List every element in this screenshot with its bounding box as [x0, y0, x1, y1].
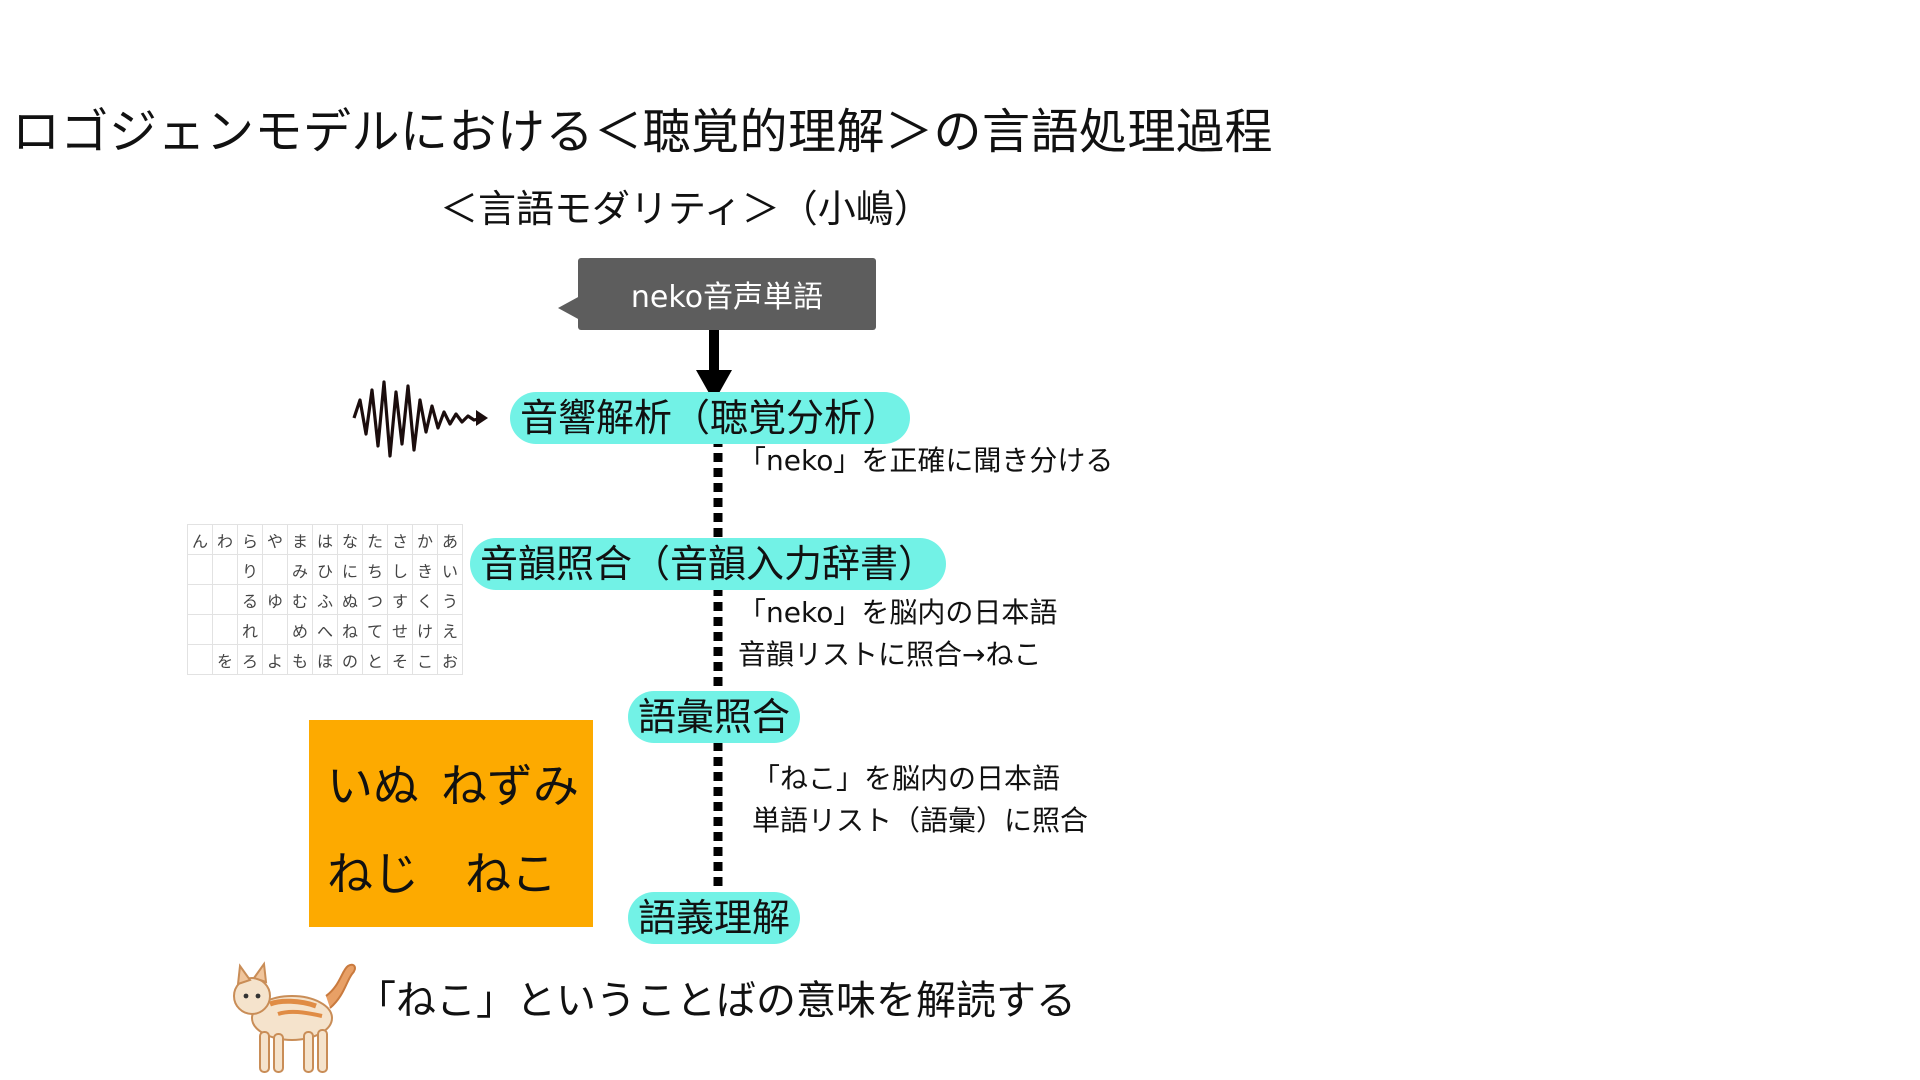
- vocabulary-word: ねこ: [465, 847, 557, 901]
- kana-row: んわらやまはなたさかあ: [187, 524, 463, 555]
- stage-connector-3: [713, 742, 723, 890]
- note-line: 音韻リストに照合→ねこ: [738, 638, 1042, 671]
- kana-cell: へ: [312, 614, 338, 645]
- note-line: 「neko」を正確に聞き分ける: [738, 444, 1114, 477]
- kana-cell: こ: [412, 644, 438, 675]
- cat-icon: [233, 961, 356, 1073]
- vocabulary-word-box: いぬ ねずみ ねじ ねこ: [309, 720, 593, 927]
- kana-cell: よ: [262, 644, 288, 675]
- kana-cell: く: [412, 584, 438, 615]
- stage-acoustic-analysis-label: 音響解析（聴覚分析）: [520, 396, 901, 440]
- kana-cell: [262, 554, 288, 585]
- kana-row: りみひにちしきい: [187, 554, 463, 585]
- kana-cell: [212, 554, 238, 585]
- kana-cell: け: [412, 614, 438, 645]
- kana-cell: に: [337, 554, 363, 585]
- kana-row: をろよもほのとそこお: [187, 644, 463, 675]
- kana-cell: し: [387, 554, 413, 585]
- kana-cell: も: [287, 644, 313, 675]
- vocabulary-word: ねずみ: [441, 759, 579, 813]
- kana-cell: か: [412, 524, 438, 555]
- stage-semantic-understanding: 語義理解: [628, 892, 801, 944]
- kana-cell: い: [437, 554, 463, 585]
- result-text: 「ねこ」ということばの意味を解読する: [356, 978, 1076, 1024]
- page-title: ロゴジェンモデルにおける＜聴覚的理解＞の言語処理過程: [12, 104, 1274, 160]
- kana-cell: [187, 614, 213, 645]
- kana-cell: あ: [437, 524, 463, 555]
- kana-cell: た: [362, 524, 388, 555]
- stage-acoustic-analysis-note: 「neko」を正確に聞き分ける: [738, 440, 1113, 482]
- kana-cell: め: [287, 614, 313, 645]
- kana-cell: は: [312, 524, 338, 555]
- kana-cell: ぬ: [337, 584, 363, 615]
- kana-cell: や: [262, 524, 288, 555]
- kana-cell: せ: [387, 614, 413, 645]
- kana-cell: と: [362, 644, 388, 675]
- note-line: 「ねこ」を脳内の日本語: [752, 762, 1061, 795]
- input-bubble: neko音声単語: [578, 258, 876, 330]
- kana-row: るゆむふぬつすくう: [187, 584, 463, 615]
- kana-cell: る: [237, 584, 263, 615]
- kana-cell: て: [362, 614, 388, 645]
- stage-lexical-matching: 語彙照合: [628, 691, 801, 743]
- vocabulary-word: ねじ: [327, 847, 419, 901]
- stage-lexical-matching-label: 語彙照合: [638, 695, 791, 739]
- kana-cell: ら: [237, 524, 263, 555]
- kana-cell: ん: [187, 524, 213, 555]
- kana-cell: わ: [212, 524, 238, 555]
- stage-phonological-matching-label: 音韻照合（音韻入力辞書）: [480, 542, 937, 586]
- kana-row: れめへねてせけえ: [187, 614, 463, 645]
- kana-cell: な: [337, 524, 363, 555]
- kana-cell: ひ: [312, 554, 338, 585]
- kana-cell: れ: [237, 614, 263, 645]
- kana-cell: [212, 584, 238, 615]
- kana-cell: み: [287, 554, 313, 585]
- kana-cell: む: [287, 584, 313, 615]
- kana-cell: [187, 584, 213, 615]
- input-bubble-tail: [558, 296, 580, 320]
- input-arrow: [696, 330, 732, 402]
- kana-cell: お: [437, 644, 463, 675]
- kana-cell: つ: [362, 584, 388, 615]
- kana-cell: ま: [287, 524, 313, 555]
- input-label: neko音声単語: [630, 280, 824, 315]
- kana-cell: き: [412, 554, 438, 585]
- kana-cell: ろ: [237, 644, 263, 675]
- kana-cell: り: [237, 554, 263, 585]
- stage-phonological-matching-note: 「neko」を脳内の日本語 音韻リストに照合→ねこ: [738, 592, 1057, 676]
- page-subtitle: ＜言語モダリティ＞（小嶋）: [440, 187, 932, 231]
- kana-cell: を: [212, 644, 238, 675]
- stage-connector-2: [713, 587, 723, 691]
- kana-cell: え: [437, 614, 463, 645]
- note-line: 単語リスト（語彙）に照合: [752, 804, 1089, 837]
- kana-cell: さ: [387, 524, 413, 555]
- sound-wave-icon: [352, 380, 488, 458]
- kana-cell: そ: [387, 644, 413, 675]
- kana-cell: ほ: [312, 644, 338, 675]
- stage-phonological-matching: 音韻照合（音韻入力辞書）: [470, 538, 947, 590]
- vocabulary-word: いぬ: [327, 759, 419, 813]
- kana-cell: [187, 644, 213, 675]
- kana-cell: [262, 614, 288, 645]
- kana-cell: ね: [337, 614, 363, 645]
- kana-cell: す: [387, 584, 413, 615]
- kana-cell: ゆ: [262, 584, 288, 615]
- kana-cell: ち: [362, 554, 388, 585]
- kana-chart: んわらやまはなたさかありみひにちしきいるゆむふぬつすくうれめへねてせけえをろよも…: [187, 524, 463, 675]
- kana-cell: う: [437, 584, 463, 615]
- kana-cell: ふ: [312, 584, 338, 615]
- note-line: 「neko」を脳内の日本語: [738, 596, 1058, 629]
- stage-semantic-understanding-label: 語義理解: [638, 896, 791, 940]
- stage-lexical-matching-note: 「ねこ」を脳内の日本語 単語リスト（語彙）に照合: [752, 758, 1088, 842]
- stage-connector-1: [713, 438, 723, 538]
- kana-cell: [187, 554, 213, 585]
- stage-acoustic-analysis: 音響解析（聴覚分析）: [510, 392, 911, 444]
- kana-cell: [212, 614, 238, 645]
- kana-cell: の: [337, 644, 363, 675]
